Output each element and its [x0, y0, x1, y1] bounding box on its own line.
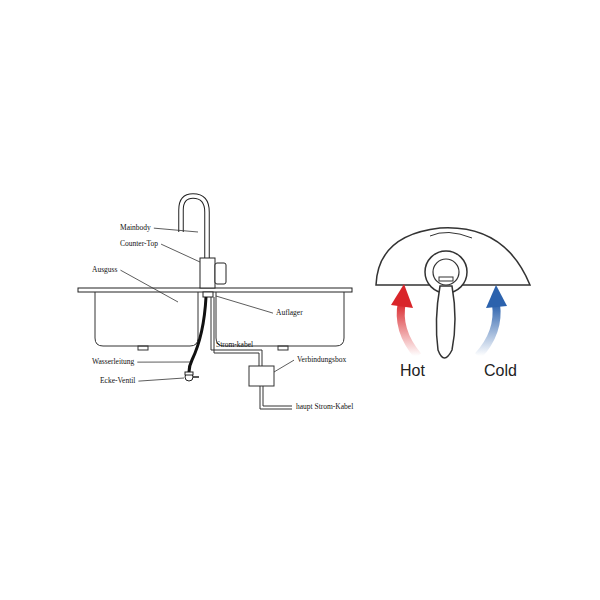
faucet	[181, 196, 226, 297]
leader-line	[216, 296, 273, 313]
water-hose	[185, 297, 206, 381]
leader-line	[120, 270, 178, 302]
leader-line	[161, 244, 200, 262]
part-label: Ecke-Ventil	[100, 377, 135, 385]
part-label: Wasserleitung	[92, 358, 134, 366]
part-label: Verbindungsbox	[297, 356, 346, 364]
handle-diagram	[376, 228, 530, 358]
sink-basins	[95, 292, 344, 350]
part-label: Auflager	[276, 309, 303, 317]
leader-line	[274, 360, 294, 372]
hot-label: Hot	[400, 362, 425, 380]
hot-arrow	[391, 284, 418, 356]
part-label: Mainbody	[120, 224, 151, 232]
part-label: Counter-Top	[120, 240, 158, 248]
part-label: haupt Strom-Kabel	[296, 403, 353, 411]
part-label: Ausguss	[92, 266, 117, 274]
leader-line	[138, 378, 184, 381]
counter-top	[78, 288, 352, 292]
cold-arrow	[478, 285, 507, 356]
leader-line	[154, 228, 198, 232]
cold-label: Cold	[484, 362, 517, 380]
leader-line	[137, 362, 190, 363]
part-label: Strom-kabel	[216, 341, 253, 349]
